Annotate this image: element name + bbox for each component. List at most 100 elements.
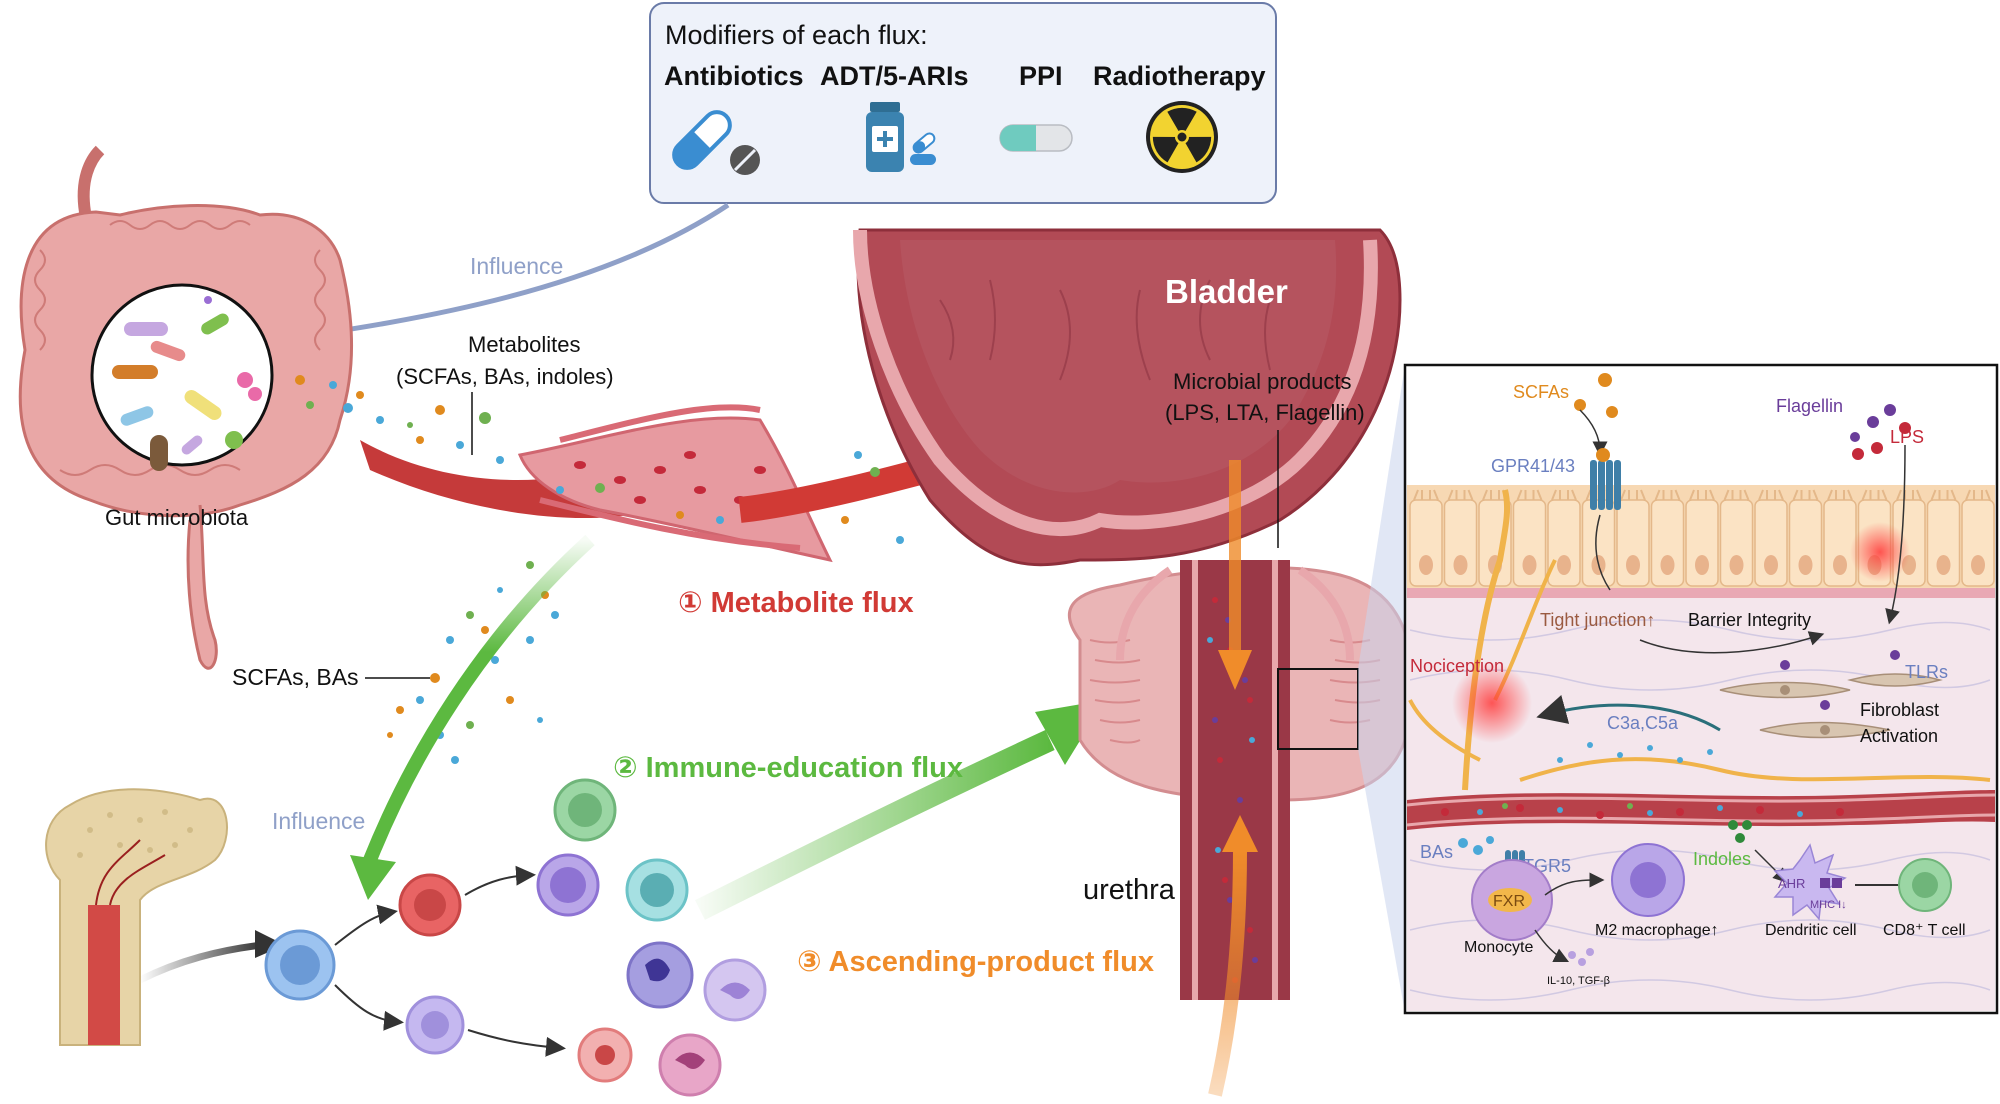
gut-microbiota-label: Gut microbiota bbox=[105, 505, 249, 530]
epithelial-nucleus bbox=[1695, 555, 1709, 575]
epithelial-nucleus bbox=[1798, 555, 1813, 575]
modifier-antibiotics-label: Antibiotics bbox=[664, 61, 804, 91]
c3a-c5a-label: C3a,C5a bbox=[1607, 713, 1679, 733]
mechanism-inset-panel: SCFAs GPR41/43 Flagellin LPS Tight junct… bbox=[1403, 363, 1999, 1015]
bas-label: BAs bbox=[1420, 842, 1453, 862]
microvilli bbox=[1447, 489, 1474, 501]
microvilli bbox=[1482, 489, 1508, 501]
microbial-products-label-2: (LPS, LTA, Flagellin) bbox=[1165, 400, 1365, 425]
capsule-pill-icon bbox=[672, 110, 732, 170]
modifier-radiotherapy-label: Radiotherapy bbox=[1093, 61, 1266, 91]
fibroblast-label-1: Fibroblast bbox=[1860, 700, 1939, 720]
blood-vessel bbox=[360, 404, 833, 563]
epithelial-cell bbox=[1685, 499, 1719, 587]
microvilli bbox=[1723, 489, 1750, 501]
influence-top-label: Influence bbox=[470, 253, 563, 279]
fxr-label: FXR bbox=[1493, 893, 1525, 910]
dendritic-cell bbox=[1773, 843, 1847, 921]
epithelial-cell bbox=[1443, 499, 1478, 587]
bladder-label: Bladder bbox=[1165, 273, 1288, 310]
monocyte-label: Monocyte bbox=[1464, 939, 1533, 956]
bladder-illustration: Bladder bbox=[853, 228, 1414, 1000]
scfas-bas-dots bbox=[387, 561, 559, 764]
influence-left-label: Influence bbox=[272, 808, 365, 834]
radiation-hazard-icon bbox=[1146, 101, 1218, 173]
immune-cells bbox=[264, 778, 767, 1097]
microvilli bbox=[1551, 489, 1577, 501]
microvilli bbox=[1861, 489, 1888, 501]
microbial-products-label-1: Microbial products bbox=[1173, 369, 1352, 394]
epithelial-nucleus bbox=[1833, 555, 1847, 575]
m2-macrophage-label: M2 macrophage↑ bbox=[1595, 922, 1719, 939]
barrier-integrity-label: Barrier Integrity bbox=[1688, 610, 1811, 630]
capsule-icon bbox=[999, 124, 1073, 152]
cell-differentiation-arrows bbox=[334, 865, 566, 1057]
inset-gpr-label: GPR41/43 bbox=[1491, 456, 1575, 476]
epithelial-cell bbox=[1547, 499, 1581, 587]
microvilli bbox=[1620, 489, 1646, 501]
microvilli bbox=[1758, 489, 1784, 501]
epithelial-nucleus bbox=[1660, 555, 1675, 575]
gut-illustration: Gut microbiota bbox=[18, 145, 353, 670]
scfas-bas-label: SCFAs, BAs bbox=[232, 664, 359, 690]
dendritic-cell-label: Dendritic cell bbox=[1765, 922, 1857, 939]
microvilli bbox=[1965, 489, 1991, 501]
fibroblast-cells bbox=[1719, 673, 1943, 739]
epithelial-cell bbox=[1719, 499, 1754, 587]
cd8-label: CD8⁺ T cell bbox=[1883, 922, 1966, 939]
epithelial-nucleus bbox=[1626, 555, 1640, 575]
epithelial-cell bbox=[1788, 499, 1823, 587]
epithelial-cell bbox=[1409, 499, 1443, 587]
metabolites-label-2: (SCFAs, BAs, indoles) bbox=[396, 364, 614, 389]
microvilli bbox=[1413, 489, 1439, 501]
microvilli bbox=[1516, 489, 1543, 501]
modifiers-title: Modifiers of each flux: bbox=[665, 20, 928, 50]
fibroblast-label-2: Activation bbox=[1860, 726, 1938, 746]
medicine-bottle-icon bbox=[866, 102, 936, 172]
ascending-flux-label: ③ Ascending-product flux bbox=[797, 946, 1154, 978]
tight-junction-label: Tight junction↑ bbox=[1540, 610, 1655, 630]
indoles-label: Indoles bbox=[1693, 849, 1751, 869]
tablet-icon bbox=[730, 145, 760, 175]
microvilli bbox=[1689, 489, 1715, 501]
epithelial-nucleus bbox=[1729, 555, 1744, 575]
microvilli bbox=[1930, 489, 1957, 501]
epithelial-nucleus bbox=[1764, 555, 1778, 575]
tlrs-label: TLRs bbox=[1905, 662, 1948, 682]
modifiers-panel: Modifiers of each flux: Antibiotics ADT/… bbox=[649, 2, 1277, 204]
nociception-label: Nociception bbox=[1410, 656, 1504, 676]
epithelial-nucleus bbox=[1557, 555, 1571, 575]
immune-flux-label: ② Immune-education flux bbox=[613, 752, 963, 784]
immune-flux-arrow-up bbox=[695, 730, 1055, 920]
microvilli bbox=[1896, 489, 1922, 501]
epithelial-nucleus bbox=[1522, 555, 1537, 575]
inset-flagellin-label: Flagellin bbox=[1776, 396, 1843, 416]
epithelial-cell bbox=[1616, 499, 1650, 587]
bacteria-cluster bbox=[112, 296, 262, 471]
epithelial-nucleus bbox=[1453, 555, 1468, 575]
epithelial-cell bbox=[1512, 499, 1547, 587]
mhc-label: MHC I↓ bbox=[1810, 899, 1847, 911]
il10-tgfb-label: IL-10, TGF-β bbox=[1547, 975, 1610, 987]
epithelial-nucleus bbox=[1936, 555, 1951, 575]
epithelial-nucleus bbox=[1971, 555, 1985, 575]
microvilli bbox=[1792, 489, 1819, 501]
microvilli bbox=[1654, 489, 1681, 501]
ahr-label: AHR bbox=[1778, 876, 1805, 891]
bone-illustration bbox=[45, 788, 228, 1046]
epithelial-cell bbox=[1650, 499, 1685, 587]
metabolite-dots bbox=[295, 375, 904, 544]
epithelial-cell bbox=[1754, 499, 1788, 587]
metabolite-flux-label: ① Metabolite flux bbox=[678, 587, 914, 619]
inset-lps-label: LPS bbox=[1890, 427, 1924, 447]
modifier-ppi-label: PPI bbox=[1019, 61, 1063, 91]
ascending-flux-arrow-up bbox=[1208, 849, 1247, 1097]
epithelial-nucleus bbox=[1419, 555, 1433, 575]
microvilli bbox=[1827, 489, 1853, 501]
inset-scfas-label: SCFAs bbox=[1513, 382, 1569, 402]
urethra-label: urethra bbox=[1083, 874, 1176, 906]
gpr-receptor-icon bbox=[1590, 448, 1621, 510]
epithelial-cell bbox=[1961, 499, 1995, 587]
epithelial-cell bbox=[1926, 499, 1961, 587]
